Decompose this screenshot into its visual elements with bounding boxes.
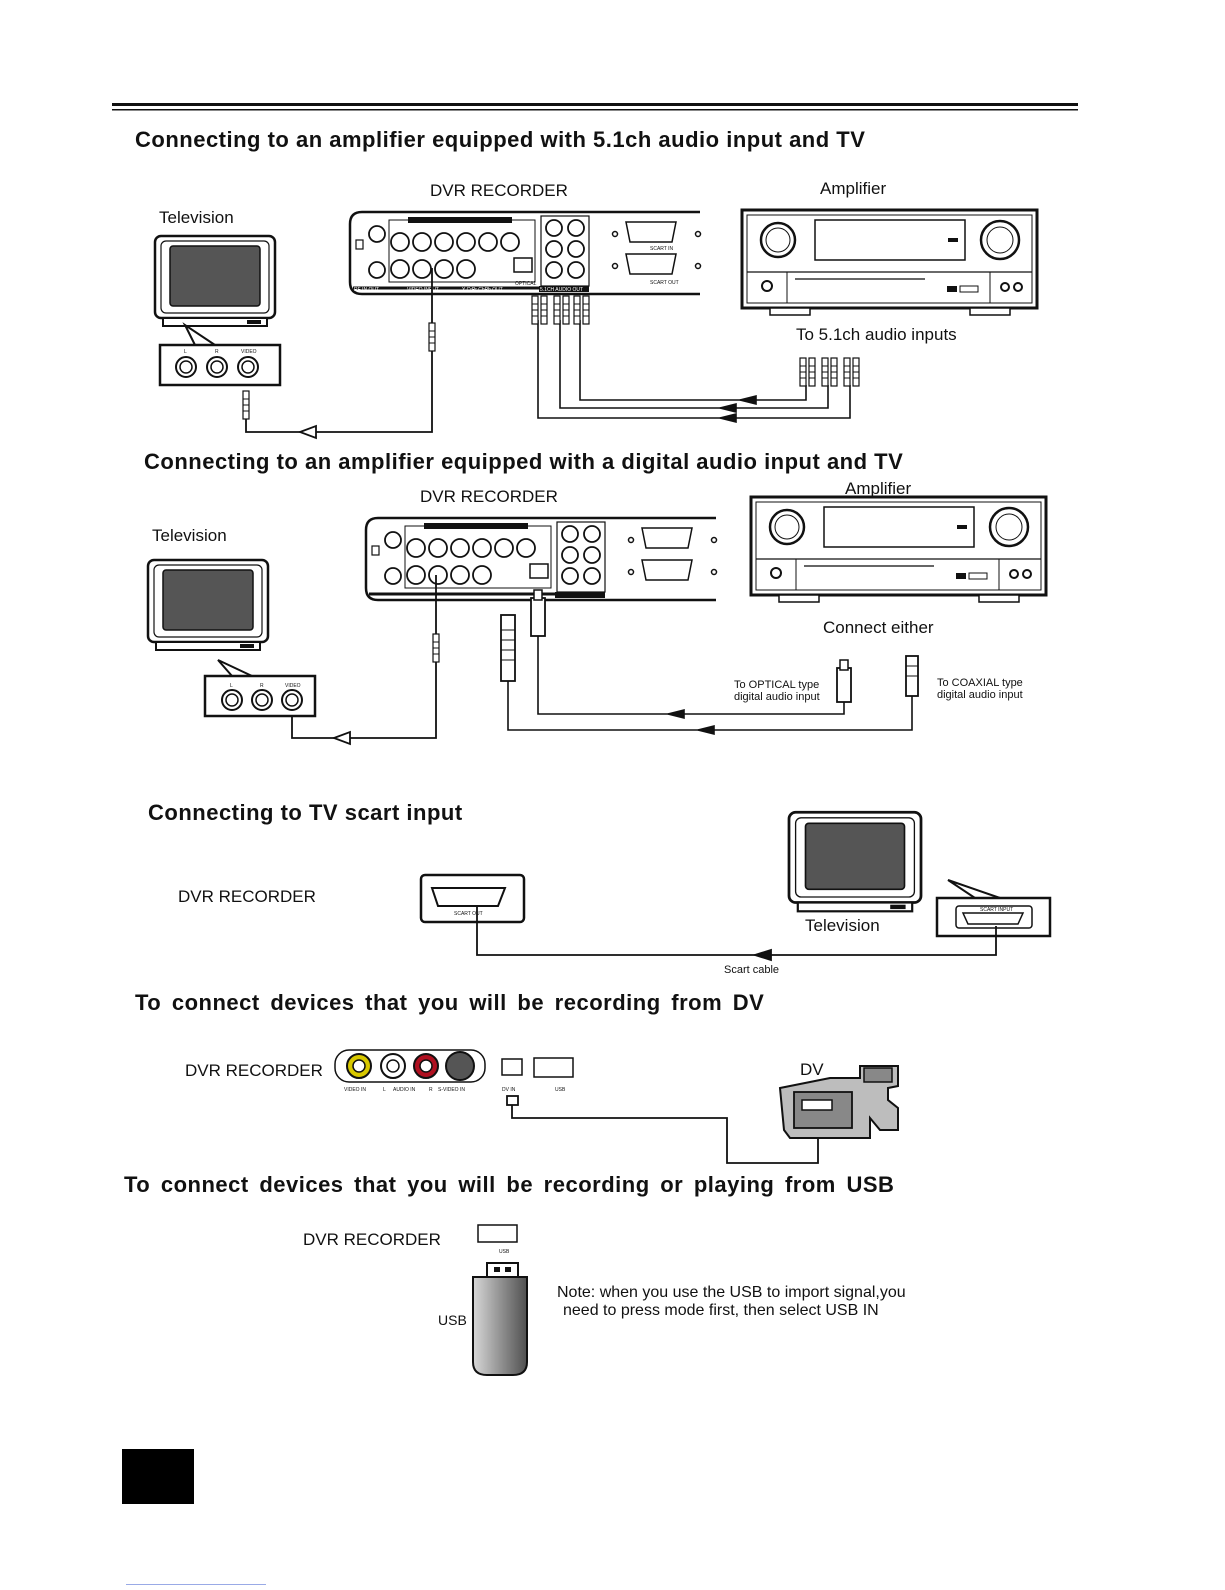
scart-cable-label: Scart cable [724, 964, 779, 976]
jack-label: R [260, 683, 264, 689]
jack-label: VIDEO [285, 683, 301, 689]
jack-label: S-VIDEO IN [438, 1087, 465, 1093]
recorder-back-panel [364, 516, 718, 602]
video-plug [242, 390, 250, 420]
optical-label: digital audio input [734, 691, 820, 703]
optical-label: To OPTICAL type [734, 679, 819, 691]
tv-label: Television [152, 526, 227, 545]
digital-cables [507, 635, 913, 736]
jack-label: AUDIO IN [393, 1087, 416, 1093]
jack-label: R [215, 349, 219, 355]
tv-jack-r [206, 356, 228, 378]
panel-label: AUDIO INPUT [461, 225, 493, 231]
recorder-label: DVR RECORDER [430, 181, 568, 200]
section-heading: Connecting to an amplifier equipped with… [135, 127, 865, 152]
amplifier-icon [749, 495, 1048, 604]
panel-label: Y CrPr CbPb OUT [462, 287, 503, 293]
scart-cable [476, 906, 997, 962]
jack-label: L [383, 1087, 386, 1093]
recorder-label: DVR RECORDER [303, 1230, 441, 1249]
s-video-jack [445, 1051, 475, 1081]
connect-either-note: Connect either [823, 618, 934, 637]
panel-label: OPTICAL [515, 281, 537, 287]
section-dv: To connect devices that you will be reco… [135, 990, 899, 1164]
coaxial-label: digital audio input [937, 689, 1023, 701]
panel-label: SCART OUT [650, 280, 679, 286]
jack-label: VIDEO IN [344, 1087, 366, 1093]
tv-jack-video [237, 356, 259, 378]
section-51ch: Connecting to an amplifier equipped with… [135, 127, 1039, 440]
usb-port [477, 1224, 518, 1243]
section-heading: Connecting to TV scart input [148, 800, 463, 825]
amplifier-label: Amplifier [845, 479, 911, 498]
recorder-label: DVR RECORDER [178, 887, 316, 906]
video-plug [428, 322, 436, 352]
top-rule-thin [112, 109, 1078, 111]
top-rule-thick [112, 103, 1078, 106]
jack-label: VIDEO [241, 349, 257, 355]
jack-label: L [184, 349, 187, 355]
television-icon [153, 234, 277, 328]
usb-note-line-1: Note: when you use the USB to import sig… [557, 1284, 906, 1301]
usb-stick-icon [472, 1262, 528, 1376]
usb-label: USB [555, 1087, 566, 1093]
usb-note-line-2: need to press mode first, then select US… [563, 1302, 879, 1319]
tv-label: Television [805, 916, 880, 935]
section-scart: Connecting to TV scart input DVR RECORDE… [148, 800, 1052, 976]
front-jack-strip: VIDEO IN L AUDIO IN R S-VIDEO IN [334, 1049, 486, 1093]
audio-51-cables [537, 320, 851, 424]
amplifier-label: Amplifier [820, 179, 886, 198]
scart-out-label: SCART OUT [454, 911, 483, 917]
scart-out-port: SCART OUT [419, 873, 526, 924]
television-icon [146, 558, 270, 652]
panel-label: SCART IN [650, 246, 674, 252]
dv-camera-icon [779, 1065, 899, 1139]
section-usb: To connect devices that you will be reco… [124, 1172, 906, 1376]
coaxial-plug [500, 614, 919, 697]
optical-plug [530, 589, 852, 703]
section-heading: To connect devices that you will be reco… [135, 990, 764, 1015]
television-icon [787, 810, 923, 913]
panel-label: VIDEO INPUT [407, 287, 439, 293]
recorder-label: DVR RECORDER [420, 487, 558, 506]
tv-label: Television [159, 208, 234, 227]
amp-input-note: To 5.1ch audio inputs [796, 325, 957, 344]
usb-port [533, 1057, 574, 1078]
dv-in-label: DV IN [502, 1087, 516, 1093]
dv-in-port [501, 1058, 523, 1076]
recorder-label: DVR RECORDER [185, 1061, 323, 1080]
jack-label: L [230, 683, 233, 689]
panel-label: RF IN OUT [354, 287, 379, 293]
scart-input-label: SCART INPUT [980, 907, 1013, 913]
tv-jack-panel: L R VIDEO [158, 322, 282, 387]
section-heading: To connect devices that you will be reco… [124, 1172, 894, 1197]
scart-input-panel: SCART INPUT [935, 879, 1052, 938]
page-number-block [122, 1449, 194, 1504]
tv-jack-panel: L R VIDEO [203, 659, 317, 718]
coaxial-label: To COAXIAL type [937, 677, 1023, 689]
tv-jack-l [175, 356, 197, 378]
dv-cable [506, 1095, 819, 1164]
video-plug [432, 633, 440, 663]
panel-label: 5.1CH AUDIO OUT [540, 287, 583, 293]
section-heading: Connecting to an amplifier equipped with… [144, 449, 903, 474]
dv-label: DV [800, 1060, 824, 1079]
usb-stick-label: USB [438, 1312, 467, 1328]
jack-label: R [429, 1087, 433, 1093]
amplifier-icon [740, 208, 1039, 317]
usb-port-label: USB [499, 1249, 510, 1255]
section-digital: Connecting to an amplifier equipped with… [144, 449, 1048, 746]
